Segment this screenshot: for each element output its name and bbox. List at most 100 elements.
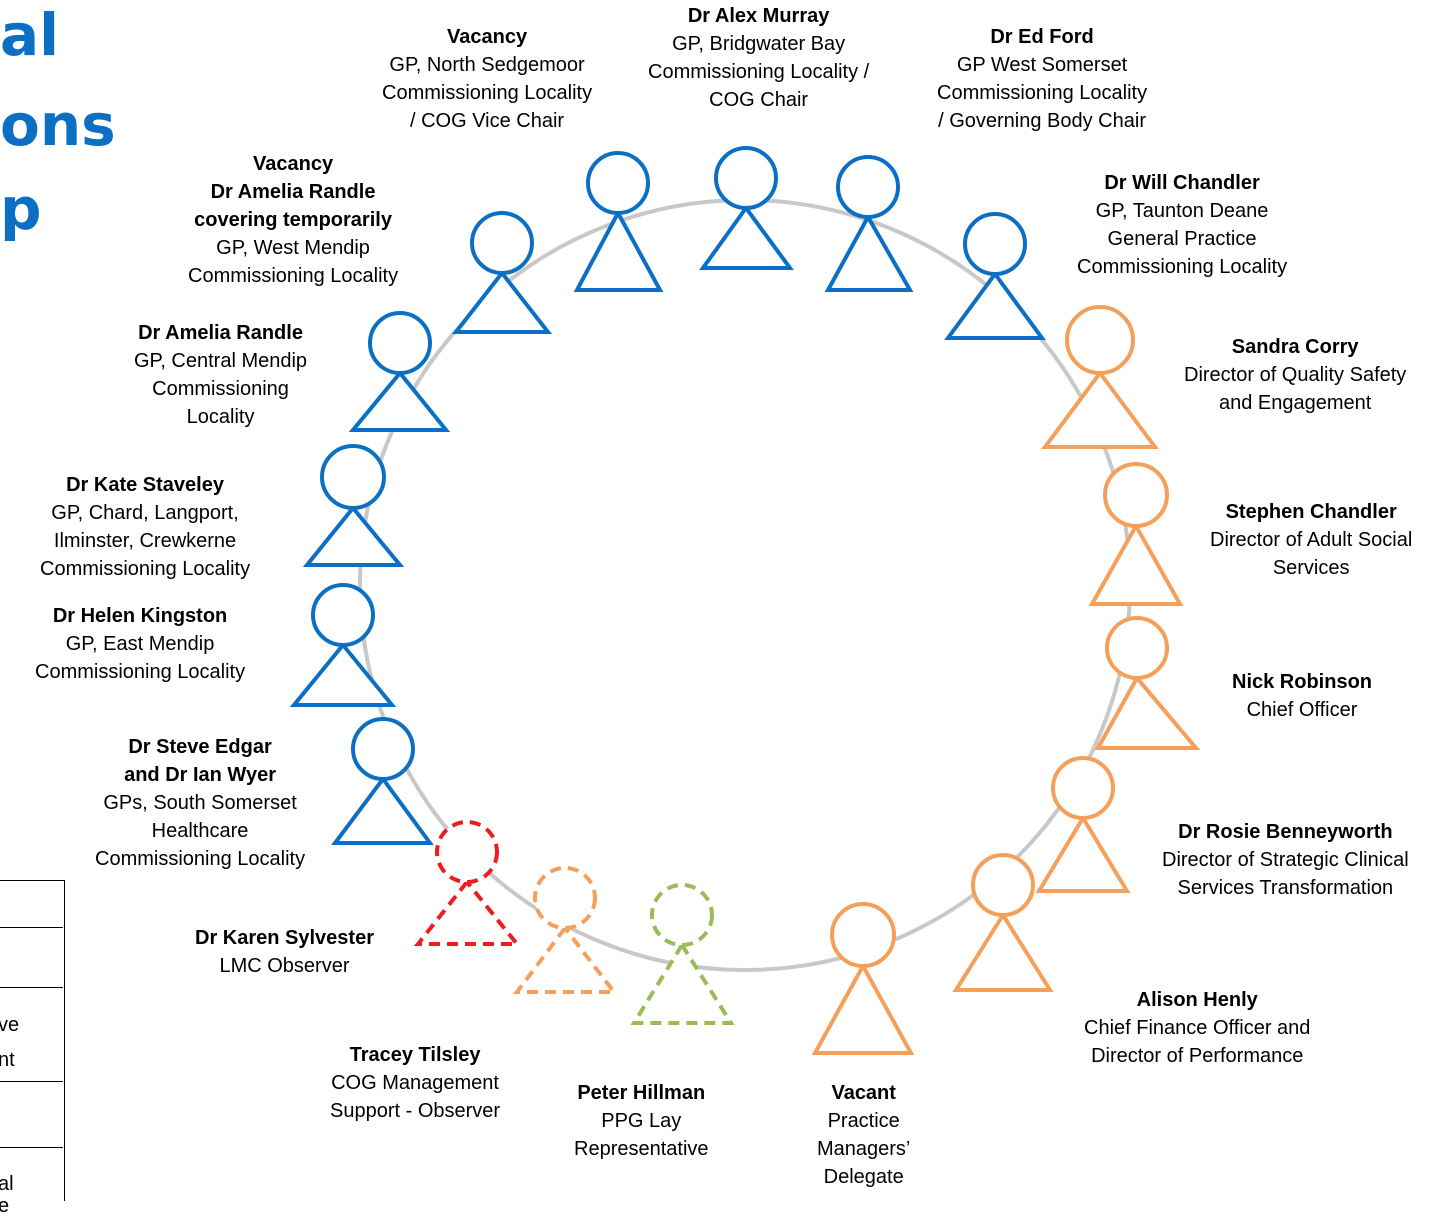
table-rule xyxy=(0,1147,63,1148)
figure-head xyxy=(435,820,499,884)
figure-body xyxy=(699,204,794,270)
member-name: Stephen Chandler xyxy=(1225,501,1397,523)
member-role: Commissioning Locality xyxy=(1077,256,1288,278)
member-figure-hillman xyxy=(630,883,735,1025)
table-cell: al xyxy=(0,1173,14,1195)
member-role: GP, East Mendip xyxy=(65,633,215,655)
member-role: GP, Chard, Langport, xyxy=(51,502,239,524)
member-name: Dr Ed Ford xyxy=(990,26,1094,48)
figure-head xyxy=(714,146,778,210)
figure-head xyxy=(368,311,432,375)
figure-body xyxy=(1041,369,1159,449)
member-role: GP, Bridgwater Bay xyxy=(672,33,846,55)
member-name: Nick Robinson xyxy=(1232,671,1373,693)
member-name: Vacancy xyxy=(447,26,528,48)
member-figure-staveley xyxy=(302,444,405,567)
figure-head xyxy=(470,211,534,275)
figure-head xyxy=(1103,462,1169,528)
member-figure-chandler-s xyxy=(1088,462,1184,606)
title-fragment-1: al xyxy=(0,1,60,69)
figure-body xyxy=(824,212,914,292)
figure-head xyxy=(971,853,1035,917)
member-name: Dr Alex Murray xyxy=(687,5,830,27)
member-role: COG Chair xyxy=(709,89,809,111)
member-name: Tracey Tilsley xyxy=(349,1044,481,1066)
table-cell: e xyxy=(0,1195,10,1217)
member-role: GP, North Sedgemoor xyxy=(389,54,585,76)
figure-head xyxy=(1065,305,1135,375)
member-role: / COG Vice Chair xyxy=(409,110,565,132)
member-name: Dr Amelia Randle xyxy=(138,322,303,344)
figure-head xyxy=(311,583,375,647)
member-figure-henly xyxy=(952,853,1054,992)
member-figure-chandler-w xyxy=(944,212,1046,340)
figure-body xyxy=(348,369,451,432)
members-ring-svg xyxy=(289,146,1201,1055)
member-role: Managers’ xyxy=(817,1138,911,1160)
member-role: Commissioning Locality xyxy=(35,661,246,683)
member-role: PPG Lay xyxy=(601,1110,682,1132)
member-figure-benneyworth xyxy=(1035,756,1131,893)
member-figure-murray xyxy=(699,146,794,270)
title-fragment-2: ons xyxy=(0,91,116,159)
member-figure-kingston xyxy=(289,583,397,707)
member-figure-robinson xyxy=(1094,616,1201,750)
figure-head xyxy=(351,717,415,781)
member-figure-corry xyxy=(1041,305,1159,449)
member-name: Vacancy xyxy=(253,153,334,175)
member-role: GP West Somerset xyxy=(956,54,1128,76)
member-name: Sandra Corry xyxy=(1231,336,1359,358)
member-name: Dr Helen Kingston xyxy=(52,605,228,627)
figure-body xyxy=(1088,521,1184,606)
figure-body xyxy=(630,941,735,1025)
member-name: Dr Kate Staveley xyxy=(66,474,224,496)
figure-head xyxy=(830,902,896,968)
member-role: / Governing Body Chair xyxy=(938,110,1146,132)
figure-head xyxy=(586,151,650,215)
member-name: and Dr Ian Wyer xyxy=(124,764,276,786)
member-role: Commissioning Locality / xyxy=(648,61,870,83)
member-name: Dr Will Chandler xyxy=(1104,172,1260,194)
member-figure-ford xyxy=(824,155,914,292)
member-name: covering temporarily xyxy=(194,209,392,231)
table-rule xyxy=(0,987,63,988)
figure-body xyxy=(1094,674,1201,750)
member-role: Director of Performance xyxy=(1091,1045,1304,1067)
figure-body xyxy=(1035,814,1131,893)
member-role: General Practice xyxy=(1107,228,1257,250)
figure-head xyxy=(650,883,714,947)
member-role: Commissioning Locality xyxy=(188,265,399,287)
member-name: Dr Rosie Benneyworth xyxy=(1178,821,1393,843)
member-role: and Engagement xyxy=(1218,392,1372,414)
figure-body xyxy=(952,911,1054,992)
member-figure-vac-ns xyxy=(573,151,664,292)
table-cell: nt xyxy=(0,1049,15,1071)
member-name: Vacant xyxy=(831,1082,896,1104)
member-role: GP, Taunton Deane xyxy=(1095,200,1269,222)
member-name: Alison Henly xyxy=(1136,989,1258,1011)
member-role: Chief Finance Officer and xyxy=(1084,1017,1311,1039)
member-role: COG Management xyxy=(331,1072,499,1094)
member-role: Services Transformation xyxy=(1177,877,1394,899)
figure-body xyxy=(331,775,434,845)
figure-body xyxy=(289,641,397,707)
member-role: Healthcare xyxy=(151,820,249,842)
figure-head xyxy=(320,444,386,510)
member-figure-sylvester xyxy=(413,820,522,946)
member-role: Commissioning Locality xyxy=(40,558,251,580)
member-role: Practice xyxy=(827,1110,900,1132)
figure-body xyxy=(413,878,522,946)
